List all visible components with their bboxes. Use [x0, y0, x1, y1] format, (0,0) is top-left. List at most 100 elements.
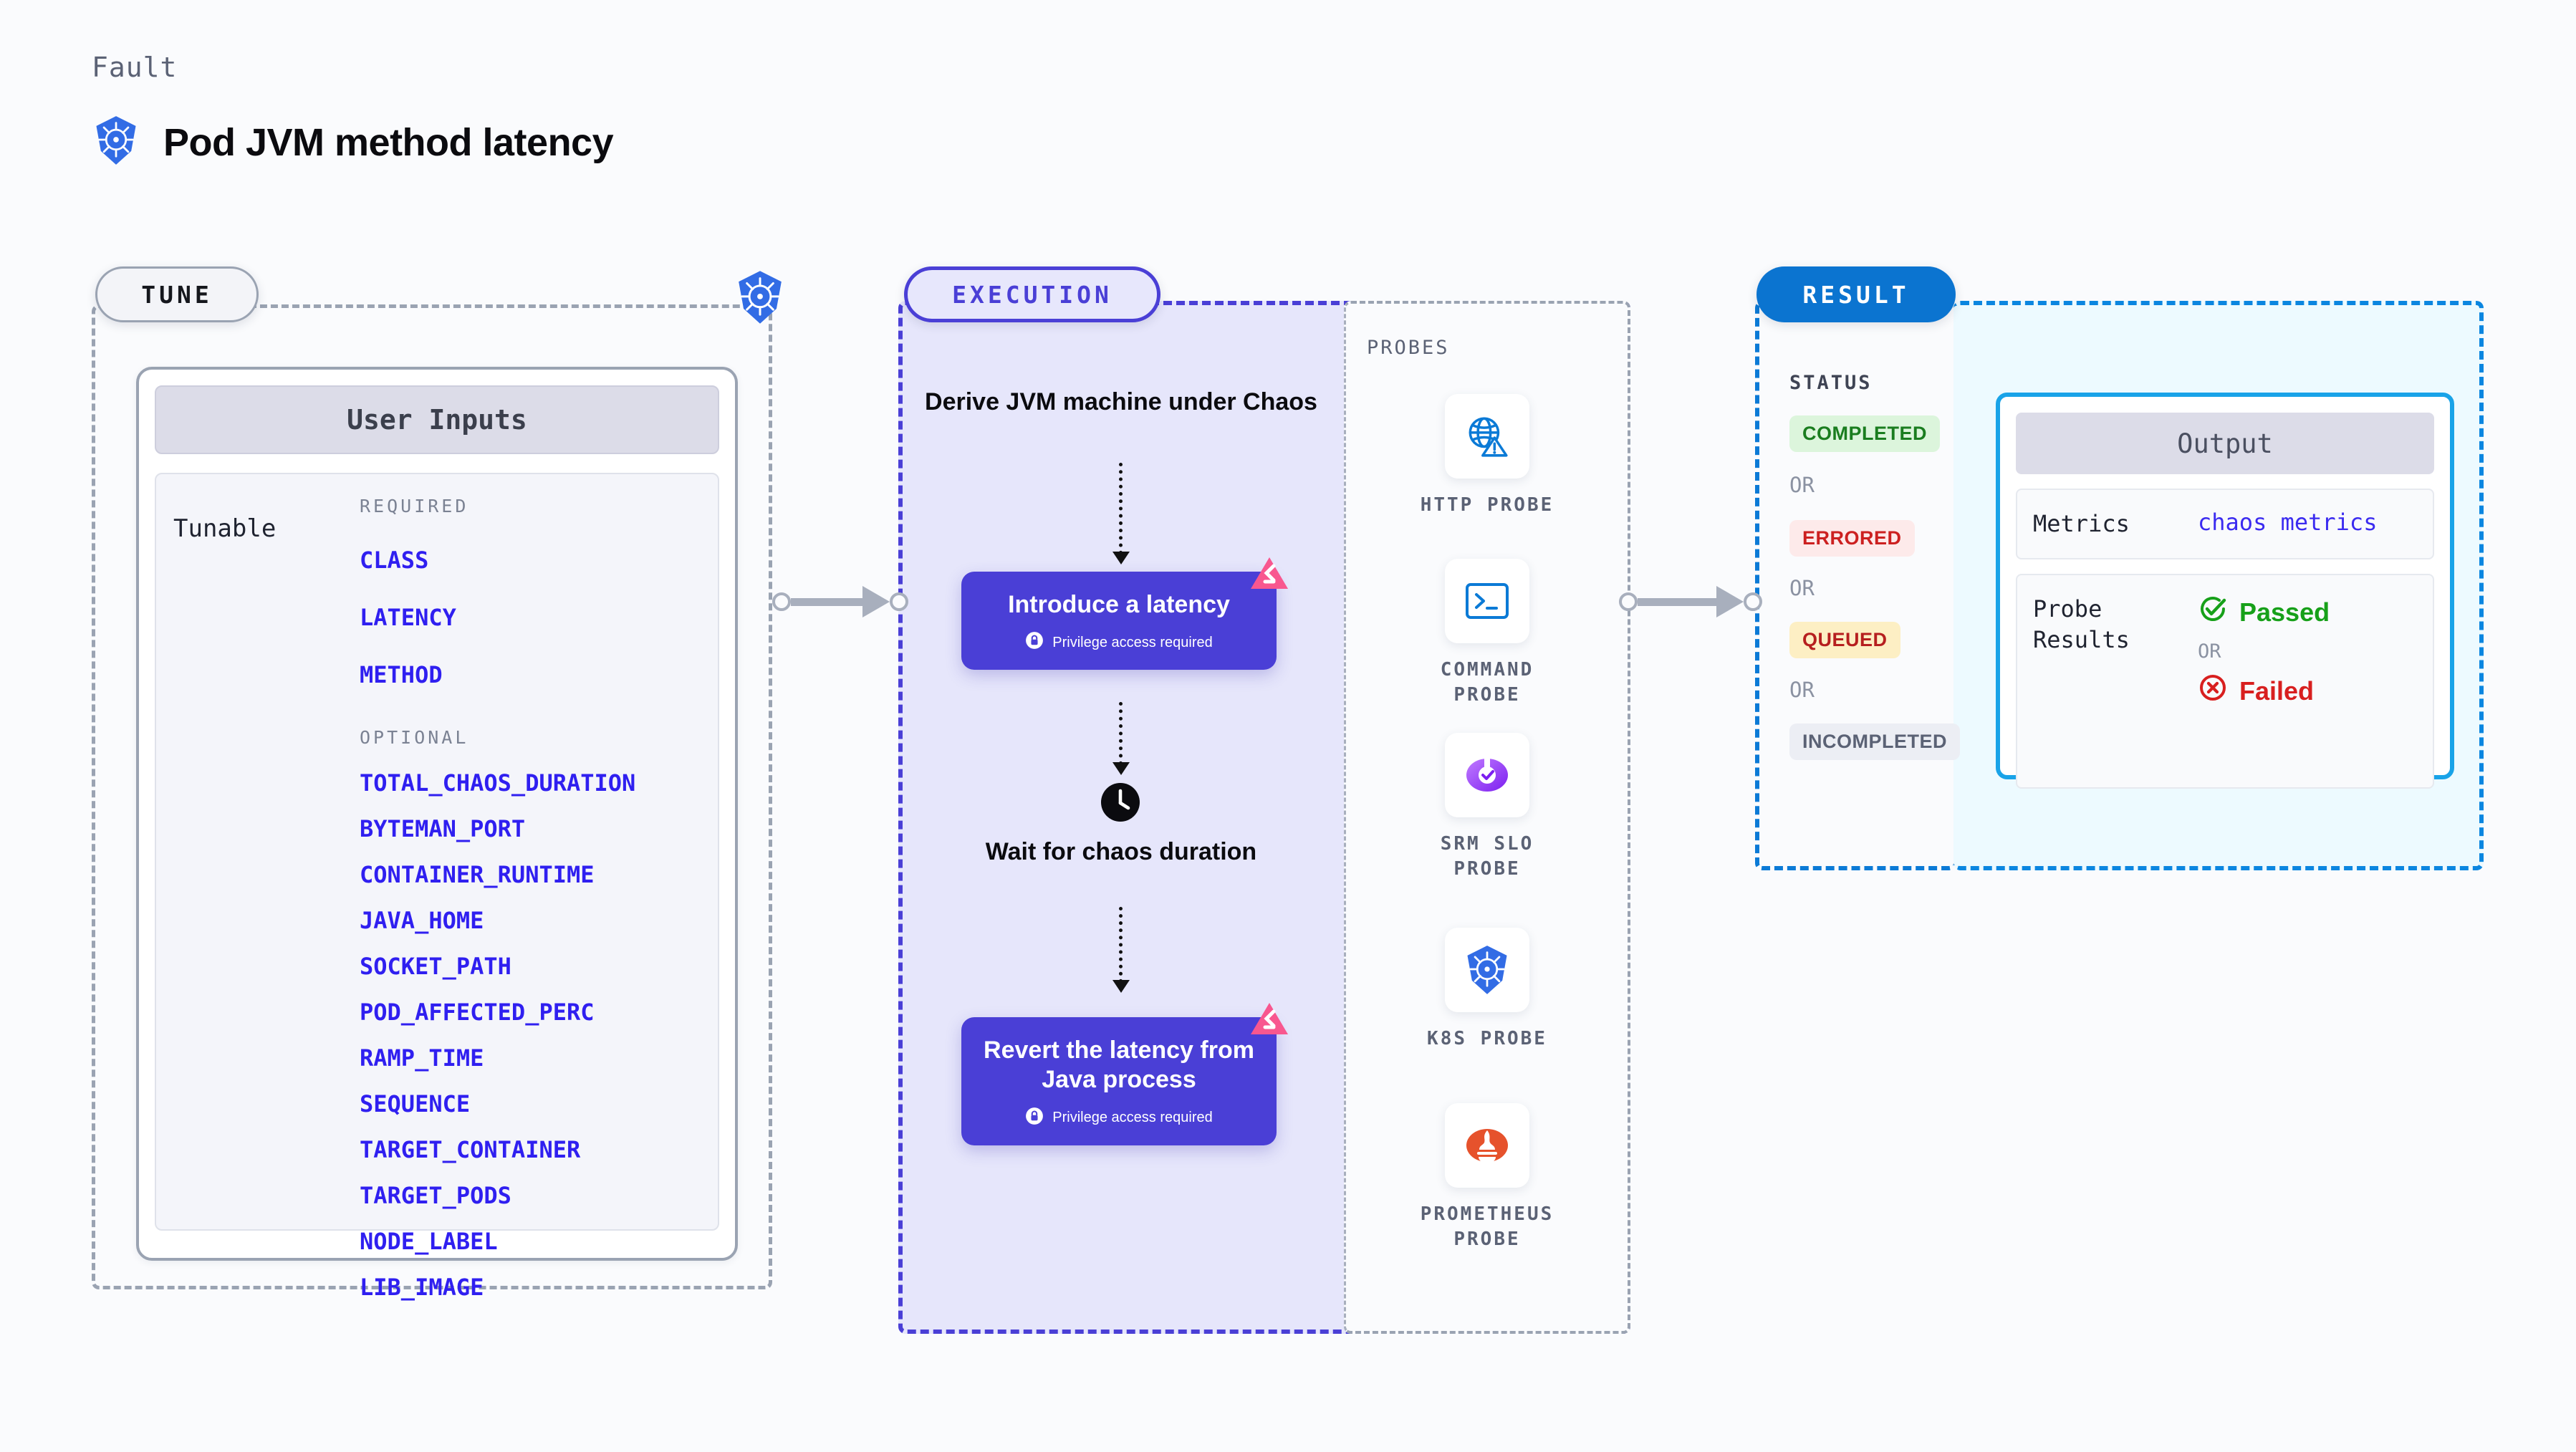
- probe-result-values: Passed OR Failed: [2198, 594, 2330, 709]
- parameter-item[interactable]: JAVA_HOME: [360, 907, 484, 934]
- parameter-item[interactable]: NODE_LABEL: [360, 1228, 498, 1255]
- lock-icon: [1025, 1107, 1044, 1130]
- flow-arrowhead: [1112, 980, 1130, 993]
- x-circle-icon: [2198, 673, 2228, 709]
- privilege-note: Privilege access required: [973, 631, 1265, 654]
- page-kicker: Fault: [92, 52, 178, 83]
- connector-line: [1638, 597, 1718, 606]
- flow-arrowhead: [1112, 552, 1130, 564]
- probe-label: SRM SLO PROBE: [1440, 833, 1534, 880]
- probe-result-or: OR: [2198, 640, 2221, 663]
- tunable-label: Tunable: [173, 514, 277, 543]
- probe-prometheus[interactable]: PROMETHEUS PROBE: [1416, 1103, 1559, 1252]
- parameter-item[interactable]: TARGET_PODS: [360, 1182, 511, 1209]
- probe-result-failed: Failed: [2198, 673, 2330, 709]
- litmus-chaos-icon: [1249, 556, 1289, 593]
- required-group-label: REQUIRED: [360, 496, 469, 516]
- parameter-lists: REQUIRED CLASS LATENCY METHOD OPTIONAL T…: [360, 496, 701, 1301]
- optional-parameter-list: TOTAL_CHAOS_DURATION BYTEMAN_PORT CONTAI…: [360, 769, 701, 1301]
- status-badge-errored: ERRORED: [1789, 520, 1915, 557]
- page-header: Pod JVM method latency: [92, 115, 614, 170]
- parameter-item[interactable]: TARGET_CONTAINER: [360, 1136, 581, 1163]
- lock-icon: [1025, 631, 1044, 654]
- required-parameter-list: CLASS LATENCY METHOD: [360, 547, 701, 688]
- probe-label: K8S PROBE: [1427, 1028, 1547, 1049]
- globe-warning-icon: [1445, 394, 1529, 479]
- connector-arrowhead: [1716, 586, 1744, 617]
- flow-step-wait: Wait for chaos duration: [985, 838, 1257, 865]
- connector-endpoint: [772, 592, 791, 611]
- output-header: Output: [2016, 413, 2434, 474]
- flow-connector-dotted: [1119, 702, 1123, 765]
- status-or: OR: [1789, 473, 1815, 497]
- execution-card-title: Revert the latency from Java process: [984, 1037, 1254, 1094]
- parameter-item[interactable]: POD_AFFECTED_PERC: [360, 999, 595, 1026]
- flow-step-derive: Derive JVM machine under Chaos: [925, 388, 1317, 415]
- probe-k8s[interactable]: K8S PROBE: [1416, 928, 1559, 1052]
- probe-label: COMMAND PROBE: [1440, 659, 1534, 706]
- parameter-item[interactable]: SEQUENCE: [360, 1090, 471, 1117]
- flow-connector-dotted: [1119, 907, 1123, 983]
- parameter-item[interactable]: BYTEMAN_PORT: [360, 815, 526, 842]
- prometheus-logo-icon: [1445, 1103, 1529, 1188]
- probe-http[interactable]: HTTP PROBE: [1416, 394, 1559, 518]
- output-metrics-row: Metrics chaos metrics: [2016, 489, 2434, 560]
- status-or: OR: [1789, 678, 1815, 702]
- litmus-chaos-icon: [1249, 1001, 1289, 1039]
- parameter-item[interactable]: METHOD: [360, 661, 443, 688]
- execution-pill[interactable]: EXECUTION: [904, 266, 1160, 322]
- flow-arrowhead: [1112, 762, 1130, 775]
- status-badge-completed: COMPLETED: [1789, 415, 1941, 452]
- check-circle-icon: [2198, 594, 2228, 630]
- connector-execution-to-result: [1619, 586, 1762, 617]
- privilege-note: Privilege access required: [973, 1107, 1265, 1130]
- status-badge-incompleted: INCOMPLETED: [1789, 723, 1961, 760]
- probes-label: PROBES: [1367, 337, 1450, 359]
- probe-srm-slo[interactable]: SRM SLO PROBE: [1416, 733, 1559, 882]
- privilege-text: Privilege access required: [1052, 634, 1213, 650]
- probe-command[interactable]: COMMAND PROBE: [1416, 559, 1559, 708]
- terminal-icon: [1445, 559, 1529, 643]
- parameter-item[interactable]: TOTAL_CHAOS_DURATION: [360, 769, 636, 797]
- srm-slo-icon: [1445, 733, 1529, 817]
- connector-line: [791, 597, 864, 606]
- passed-text: Passed: [2239, 597, 2330, 627]
- result-pill[interactable]: RESULT: [1756, 266, 1956, 322]
- parameter-item[interactable]: CLASS: [360, 547, 429, 574]
- parameter-item[interactable]: SOCKET_PATH: [360, 953, 511, 980]
- parameter-item[interactable]: LIB_IMAGE: [360, 1274, 484, 1301]
- privilege-text: Privilege access required: [1052, 1110, 1213, 1126]
- status-or: OR: [1789, 576, 1815, 600]
- connector-tune-to-execution: [772, 586, 908, 617]
- output-probe-results-row: Probe Results Passed OR: [2016, 574, 2434, 789]
- page-title: Pod JVM method latency: [163, 120, 614, 164]
- connector-endpoint: [1619, 592, 1638, 611]
- probe-label: PROMETHEUS PROBE: [1420, 1203, 1554, 1251]
- kubernetes-logo-icon: [92, 115, 140, 170]
- kubernetes-logo-icon: [732, 269, 788, 325]
- result-region: [1755, 301, 1956, 870]
- status-badge-queued: QUEUED: [1789, 622, 1900, 658]
- optional-group-label: OPTIONAL: [360, 727, 469, 748]
- tune-pill[interactable]: TUNE: [95, 266, 259, 322]
- parameter-item[interactable]: LATENCY: [360, 604, 456, 631]
- tunable-section: Tunable REQUIRED CLASS LATENCY METHOD OP…: [155, 473, 719, 1301]
- connector-endpoint: [1744, 592, 1762, 611]
- output-card: Output Metrics chaos metrics Probe Resul…: [1996, 393, 2454, 789]
- execution-card-revert-latency[interactable]: Revert the latency from Java process Pri…: [961, 1003, 1288, 1145]
- flow-connector-dotted: [1119, 463, 1123, 554]
- connector-endpoint: [890, 592, 908, 611]
- execution-card-title: Introduce a latency: [1008, 591, 1230, 618]
- execution-card-introduce-latency[interactable]: Introduce a latency Privilege access req…: [961, 557, 1288, 670]
- probe-result-passed: Passed: [2198, 594, 2330, 630]
- connector-arrowhead: [862, 586, 890, 617]
- probe-results-label: Probe Results: [2033, 595, 2130, 654]
- user-inputs-card: User Inputs Tunable REQUIRED CLASS LATEN…: [136, 367, 738, 1301]
- user-inputs-header: User Inputs: [155, 385, 719, 454]
- parameter-item[interactable]: RAMP_TIME: [360, 1044, 484, 1072]
- metrics-value-link[interactable]: chaos metrics: [2198, 509, 2378, 536]
- parameter-item[interactable]: CONTAINER_RUNTIME: [360, 861, 595, 888]
- execution-flow: Derive JVM machine under Chaos Introduce…: [898, 301, 1344, 1334]
- failed-text: Failed: [2239, 675, 2315, 706]
